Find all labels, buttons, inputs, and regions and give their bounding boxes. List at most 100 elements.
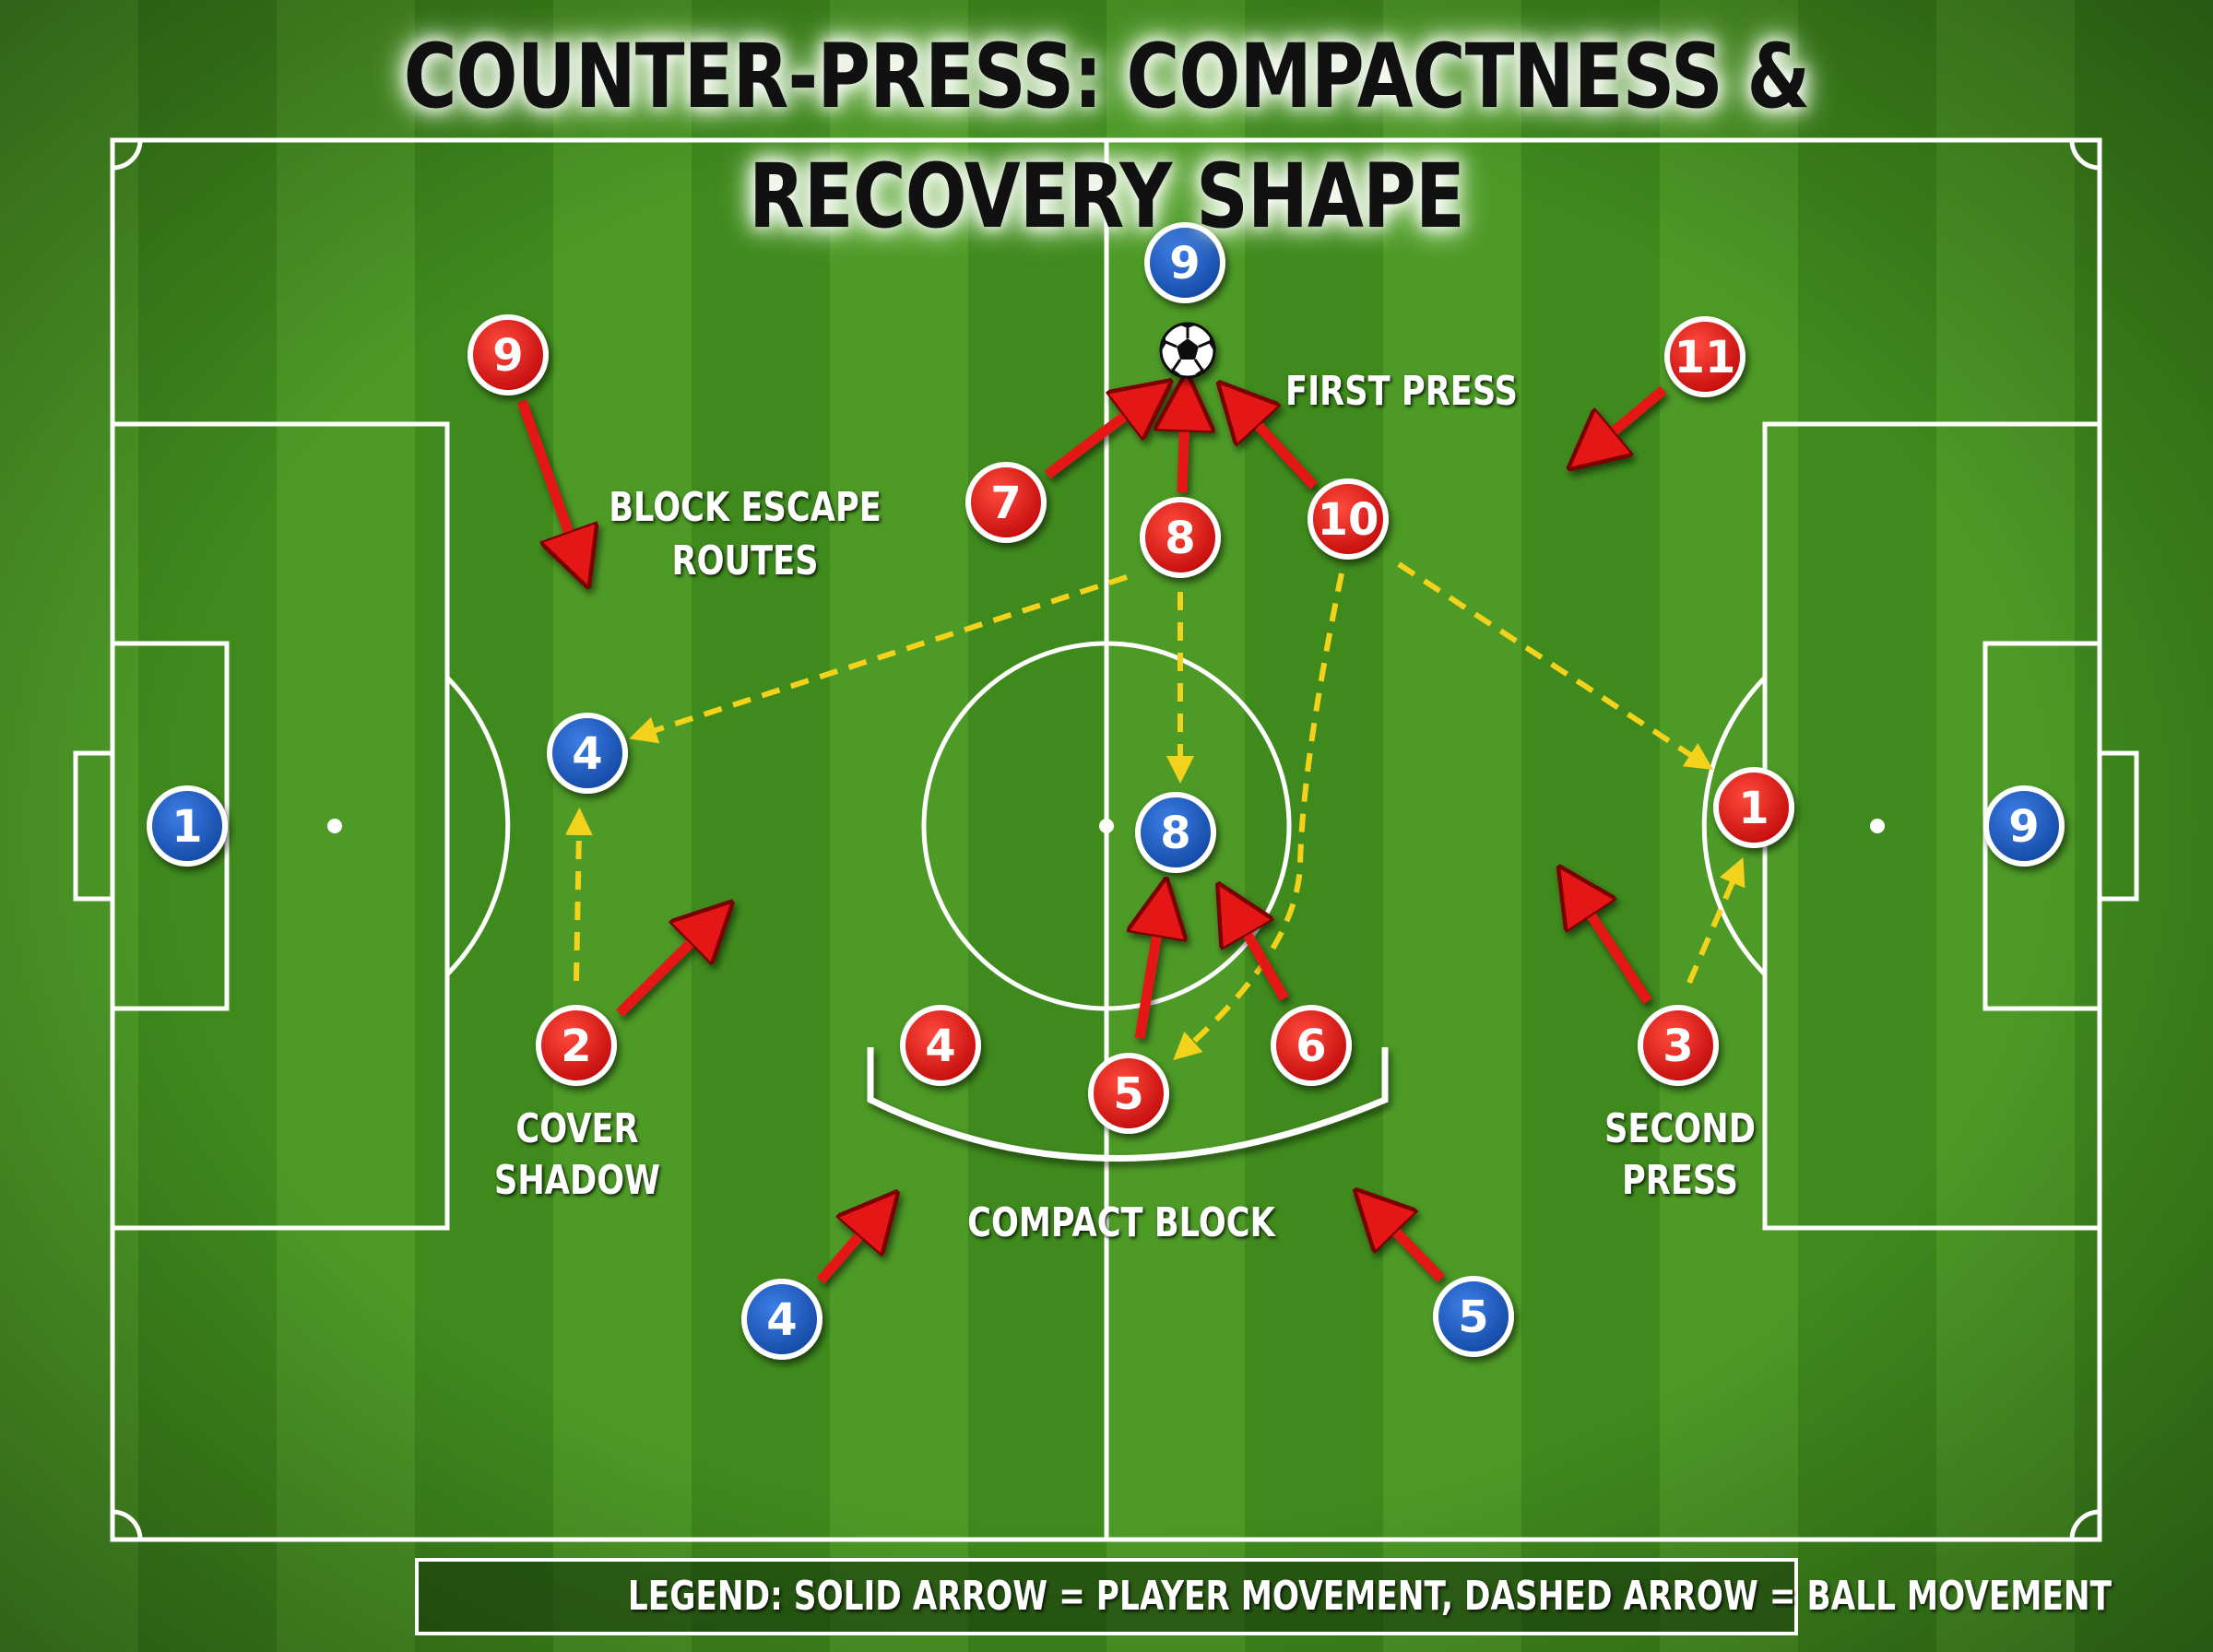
player-blue-4-lower: 4 — [741, 1279, 822, 1360]
run-arrow-blue-5 — [1386, 1221, 1445, 1282]
right-penalty-spot — [1870, 819, 1885, 833]
blue-player-marker — [741, 1279, 822, 1360]
run-arrow-red-9 — [516, 399, 574, 546]
cover-shadow-label-line2: SHADOW — [493, 1157, 661, 1204]
red-player-number: 9 — [492, 330, 523, 382]
player-blue-5: 5 — [1433, 1276, 1514, 1357]
blue-player-number: 4 — [572, 728, 602, 780]
run-arrow-red-6 — [1240, 922, 1289, 1001]
red-player-marker — [1308, 478, 1389, 560]
player-movement-arrows — [516, 385, 1667, 1284]
red-player-number: 5 — [1113, 1068, 1143, 1120]
corner-arc-bottom-right — [2069, 1509, 2101, 1540]
red-player-number: 3 — [1663, 1021, 1693, 1072]
blue-player-marker — [1135, 792, 1216, 873]
red-player-marker — [1638, 1005, 1719, 1086]
red-player-number: 8 — [1165, 513, 1195, 564]
player-blue-9-top: 9 — [1144, 222, 1225, 303]
player-red-2: 2 — [536, 1005, 617, 1086]
compact-block-label: COMPACT BLOCK — [967, 1199, 1275, 1246]
second-press-label-line1: SECOND — [1604, 1105, 1756, 1152]
run-arrow-red-3 — [1583, 903, 1652, 1005]
run-arrow-blue-4 — [816, 1225, 869, 1284]
run-arrow-red-7 — [1044, 407, 1136, 479]
player-red-4: 4 — [900, 1005, 981, 1086]
pitch-spots — [327, 819, 1885, 833]
corner-arc-bottom-left — [112, 1509, 143, 1540]
run-arrow-red-11 — [1603, 385, 1667, 441]
player-blue-1: 1 — [147, 785, 228, 867]
left-penalty-spot — [327, 819, 342, 833]
first-press-label: FIRST PRESS — [1285, 368, 1518, 415]
legend-box: LEGEND: SOLID ARROW = PLAYER MOVEMENT, D… — [415, 1558, 2112, 1635]
run-arrow-red-5 — [1140, 922, 1159, 1039]
block-escape-label-line2: ROUTES — [671, 537, 819, 584]
red-player-number: 2 — [561, 1021, 591, 1072]
red-player-number: 7 — [990, 478, 1021, 529]
red-player-marker — [900, 1005, 981, 1086]
blue-player-number: 9 — [2008, 801, 2039, 853]
run-arrow-red-8 — [1182, 417, 1185, 493]
blue-player-marker — [1983, 785, 2065, 867]
player-red-11: 11 — [1664, 316, 1746, 397]
right-goal — [2097, 750, 2139, 902]
red-player-number: 6 — [1296, 1021, 1326, 1072]
red-player-marker — [1664, 316, 1746, 397]
page-title: COUNTER-PRESS: COMPACTNESS & RECOVERY SH… — [403, 25, 1810, 248]
player-red-3: 3 — [1638, 1005, 1719, 1086]
blue-player-marker — [1433, 1276, 1514, 1357]
red-player-marker — [1713, 767, 1794, 848]
corner-arc-top-left — [112, 139, 143, 171]
red-player-number: 1 — [1738, 783, 1769, 834]
compact-block-bracket — [867, 1047, 1389, 1162]
blue-player-number: 8 — [1160, 808, 1190, 859]
red-player-marker — [1088, 1053, 1169, 1134]
blue-player-marker — [547, 713, 628, 794]
blue-player-marker — [147, 785, 228, 867]
player-red-6: 6 — [1271, 1005, 1352, 1086]
players-layer: 1 4 9 8 4 5 9 9 7 8 10 11 2 4 5 6 3 1 — [147, 222, 2065, 1360]
pass-arrow-10-to-5 — [1173, 572, 1344, 1061]
blue-player-marker — [1144, 222, 1225, 303]
red-player-number: 10 — [1318, 494, 1379, 546]
second-press-label-line2: PRESS — [1621, 1157, 1739, 1204]
blue-player-number: 4 — [766, 1294, 797, 1346]
red-player-marker — [1140, 497, 1221, 578]
red-player-number: 4 — [925, 1021, 955, 1072]
cover-shadow-label-line1: COVER — [515, 1105, 639, 1152]
red-player-number: 11 — [1675, 332, 1736, 384]
right-penalty-arc — [1701, 676, 1767, 976]
player-red-5: 5 — [1088, 1053, 1169, 1134]
blue-player-number: 1 — [172, 801, 202, 853]
run-arrow-red-2 — [616, 933, 701, 1017]
soccer-ball-icon — [1159, 322, 1216, 379]
player-red-8: 8 — [1140, 497, 1221, 578]
run-arrow-red-10 — [1249, 415, 1319, 490]
legend-text: LEGEND: SOLID ARROW = PLAYER MOVEMENT, D… — [627, 1573, 2112, 1620]
red-player-marker — [536, 1005, 617, 1086]
centre-spot — [1099, 819, 1114, 833]
player-blue-8: 8 — [1135, 792, 1216, 873]
left-penalty-arc — [445, 676, 511, 976]
player-red-10: 10 — [1308, 478, 1389, 560]
blue-player-number: 9 — [1169, 238, 1200, 289]
red-player-marker — [467, 314, 549, 395]
left-goal — [73, 750, 115, 902]
player-blue-4-upper: 4 — [547, 713, 628, 794]
player-red-7: 7 — [965, 462, 1047, 543]
blue-player-number: 5 — [1458, 1292, 1488, 1343]
centre-circle — [921, 641, 1292, 1011]
block-escape-label-line1: BLOCK ESCAPE — [609, 484, 882, 531]
pass-arrow-2-to-4 — [564, 808, 593, 982]
corner-arc-top-right — [2069, 139, 2101, 171]
red-player-marker — [965, 462, 1047, 543]
player-blue-9-right: 9 — [1983, 785, 2065, 867]
pass-arrow-3-to-1 — [1686, 856, 1746, 985]
pass-arrow-8-to-4 — [629, 574, 1128, 744]
ball-movement-arrows — [564, 561, 1746, 1061]
player-red-9: 9 — [467, 314, 549, 395]
player-red-1: 1 — [1713, 767, 1794, 848]
red-player-marker — [1271, 1005, 1352, 1086]
